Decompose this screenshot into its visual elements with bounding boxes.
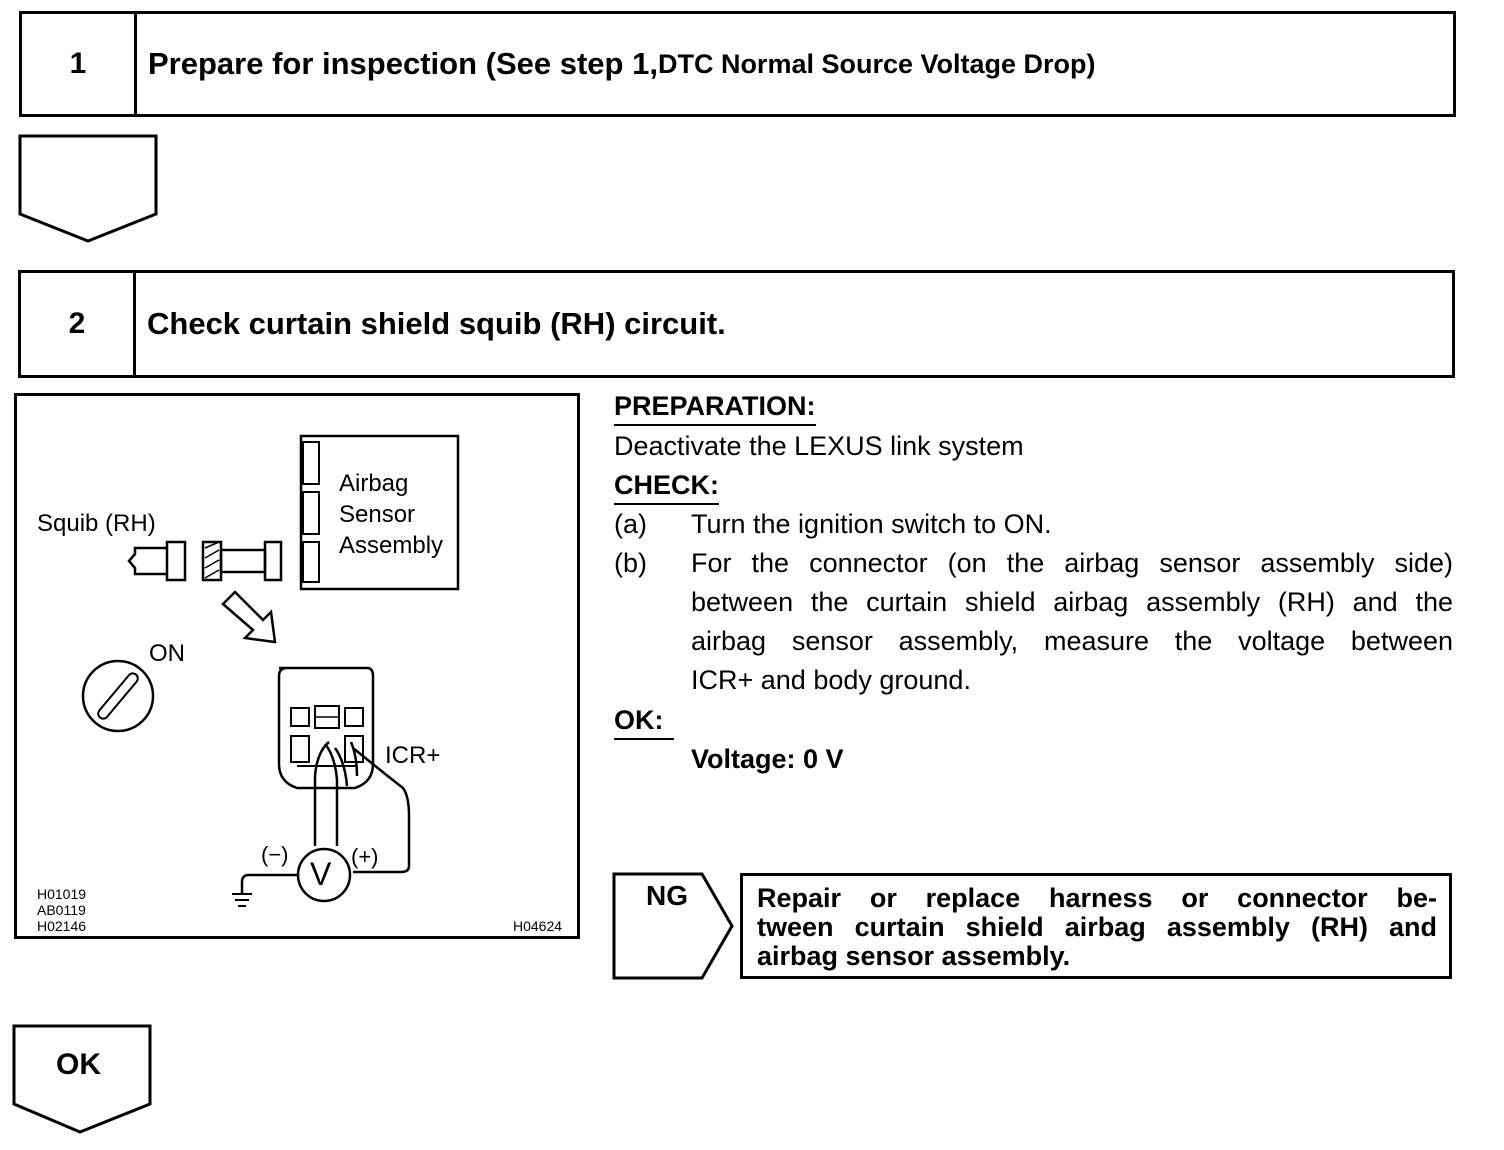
step-1-number: 1 xyxy=(22,14,137,114)
ok-down-arrow xyxy=(12,1024,152,1134)
check-item-b-marker: (b) xyxy=(614,548,647,578)
figure-code-2: AB0119 xyxy=(37,902,86,918)
ng-arrow xyxy=(612,872,734,980)
step-1-title: Prepare for inspection (See step 1, DTC … xyxy=(148,14,1096,114)
ignition-switch xyxy=(81,659,155,733)
step-1-title-main: Prepare for inspection (See step 1, xyxy=(148,46,658,81)
figure-code-3: H02146 xyxy=(37,918,87,934)
step-2-number: 2 xyxy=(21,273,136,375)
check-item-b-line: between the curtain shield airbag assemb… xyxy=(691,587,1453,617)
check-item-b-line: ICR+ and body ground. xyxy=(691,665,971,695)
label-v: V xyxy=(310,856,332,892)
label-icr-plus: ICR+ xyxy=(385,742,441,769)
label-minus: (−) xyxy=(261,842,289,867)
label-airbag: Airbag xyxy=(339,470,409,497)
airbag-sensor-box xyxy=(299,434,460,591)
figure-code-right: H04624 xyxy=(513,918,563,934)
label-on: ON xyxy=(149,640,185,667)
connector-face xyxy=(277,666,411,874)
check-item-b-line: airbag sensor assembly, measure the volt… xyxy=(691,626,1453,656)
step-1-down-arrow xyxy=(18,134,158,243)
circuit-figure: Squib (RH) Airbag Sensor Assembly ON ICR… xyxy=(14,393,580,939)
squib-connector xyxy=(127,540,187,582)
step-2-title: Check curtain shield squib (RH) circuit. xyxy=(147,306,726,341)
label-squib-rh: Squib (RH) xyxy=(37,510,156,537)
check-item-a-marker: (a) xyxy=(614,509,647,539)
preparation-text: Deactivate the LEXUS link system xyxy=(614,431,1024,461)
check-heading: CHECK: xyxy=(614,470,719,505)
label-sensor: Sensor xyxy=(339,501,416,528)
direction-arrow xyxy=(221,590,277,644)
step-1-title-small: DTC Normal Source Voltage Drop) xyxy=(657,48,1096,79)
check-item-b-line: For the connector (on the airbag sensor … xyxy=(691,548,1453,578)
figure-code-1: H01019 xyxy=(37,886,87,902)
label-assembly: Assembly xyxy=(339,532,444,559)
ng-action-line: airbag sensor assembly. xyxy=(757,941,1071,971)
ok-label: OK xyxy=(56,1048,101,1081)
ng-action-line: tween curtain shield airbag assembly (RH… xyxy=(757,912,1437,942)
label-plus: (+) xyxy=(351,844,379,869)
preparation-heading: PREPARATION: xyxy=(614,391,816,426)
ok-value: Voltage: 0 V xyxy=(691,744,844,774)
mating-connector xyxy=(201,540,283,582)
step-2-box: 2 Check curtain shield squib (RH) circui… xyxy=(18,270,1455,378)
circuit-illustration xyxy=(81,434,460,907)
ng-label: NG xyxy=(646,880,688,911)
step-1-box: 1 Prepare for inspection (See step 1, DT… xyxy=(19,11,1456,117)
ng-action-box: Repair or replace harness or connector b… xyxy=(740,873,1452,979)
check-item-a-text: Turn the ignition switch to ON. xyxy=(691,509,1052,539)
ng-action-line: Repair or replace harness or connector b… xyxy=(757,883,1437,913)
voltmeter xyxy=(232,847,352,907)
ok-heading: OK: xyxy=(614,705,674,740)
